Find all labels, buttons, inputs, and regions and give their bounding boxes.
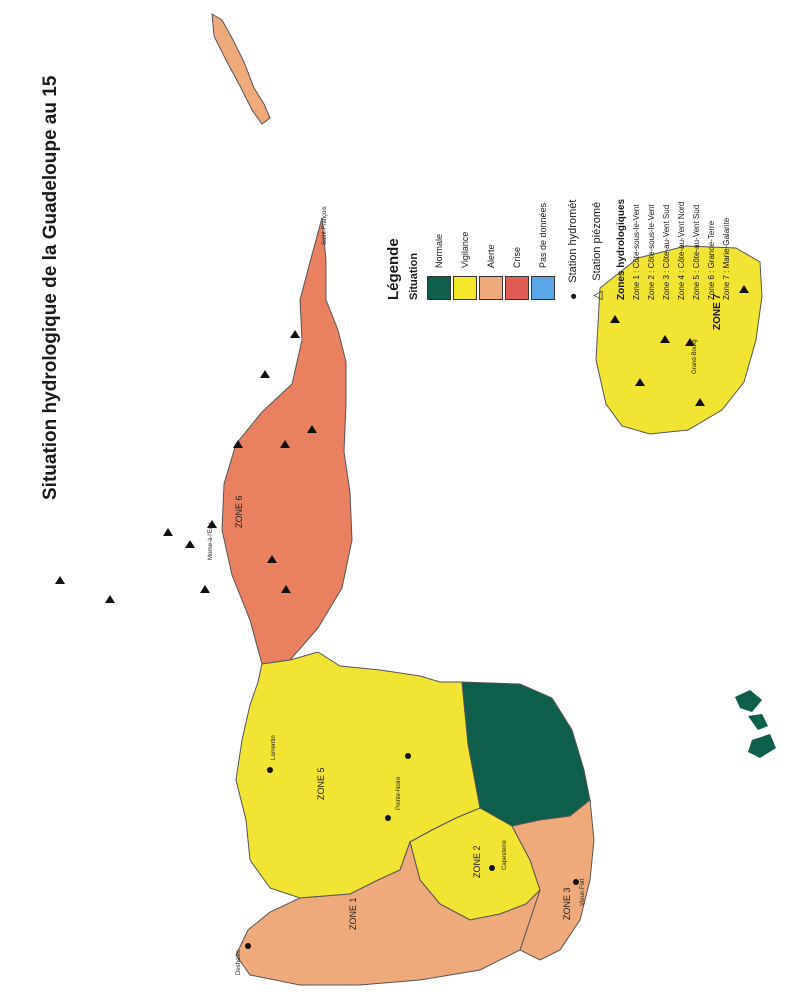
piezo-station-marker bbox=[660, 335, 670, 343]
station-label: Morne-à-l'Eau bbox=[208, 523, 214, 561]
station-label: Grand-Bourg bbox=[692, 339, 698, 374]
legend-zone-item: Zone 2 : Côte-sous-le-Vent bbox=[647, 204, 656, 300]
zone-6-label: ZONE 6 bbox=[234, 495, 244, 528]
island-saintes-2 bbox=[748, 714, 768, 730]
piezo-station-marker bbox=[610, 315, 620, 323]
legend-title: Légende bbox=[385, 238, 402, 300]
zone-1-label: ZONE 1 bbox=[348, 897, 358, 930]
island-desirade bbox=[211, 13, 271, 125]
piezo-station-marker bbox=[200, 585, 210, 593]
piezo-station-marker bbox=[307, 425, 317, 433]
station-label: Lamentin bbox=[271, 735, 277, 760]
hydro-station-marker bbox=[573, 879, 579, 885]
piezo-station-marker bbox=[55, 576, 65, 584]
piezo-station-marker bbox=[185, 540, 195, 548]
zone-6-region bbox=[221, 217, 353, 665]
station-label: Vieux-Fort bbox=[580, 878, 586, 906]
legend: Légende Situation Normale Vigilance Aler… bbox=[385, 0, 734, 300]
legend-item-normale: Normale bbox=[426, 0, 452, 300]
zone-3-label: ZONE 3 bbox=[562, 887, 572, 920]
legend-situation-label: Situation bbox=[408, 252, 420, 300]
legend-label-vigilance: Vigilance bbox=[460, 231, 470, 268]
station-label: Pointe-Noire bbox=[396, 776, 402, 810]
zone-5-label: ZONE 5 bbox=[316, 767, 326, 800]
legend-item-hydro-station: ● Station hydromét bbox=[566, 0, 580, 300]
legend-item-no-data: Pas de données bbox=[530, 0, 556, 300]
piezo-station-icon: △ bbox=[590, 290, 604, 300]
piezo-station-marker bbox=[207, 520, 217, 528]
piezo-stations bbox=[55, 285, 749, 603]
legend-swatch-no-data bbox=[531, 276, 555, 300]
legend-item-vigilance: Vigilance bbox=[452, 0, 478, 300]
legend-label-no-data: Pas de données bbox=[538, 202, 548, 268]
legend-swatch-normale bbox=[427, 276, 451, 300]
legend-zone-list: Zones hydrologiques Zone 1 : Côte-sous-l… bbox=[614, 0, 734, 300]
piezo-station-marker bbox=[739, 285, 749, 293]
zone-4-region bbox=[461, 681, 591, 827]
zone-7-region bbox=[595, 245, 763, 435]
hydro-station-marker bbox=[489, 865, 495, 871]
legend-swatch-crise bbox=[505, 276, 529, 300]
zone-7-label: ZONE 7 bbox=[712, 293, 723, 330]
legend-label-alerte: Alerte bbox=[486, 244, 496, 268]
hydro-station-marker bbox=[245, 943, 251, 949]
island-saintes-3 bbox=[748, 734, 776, 758]
hydro-station-marker bbox=[385, 815, 391, 821]
hydro-stations bbox=[245, 753, 579, 949]
legend-swatch-alerte bbox=[479, 276, 503, 300]
legend-label-hydro-station: Station hydromét bbox=[567, 199, 579, 283]
station-label: Deshaies bbox=[236, 950, 242, 975]
piezo-station-marker bbox=[267, 555, 277, 563]
legend-zone-item: Zone 7 : Marie-Galante bbox=[722, 217, 731, 300]
piezo-station-marker bbox=[695, 398, 705, 406]
legend-swatch-vigilance bbox=[453, 276, 477, 300]
legend-item-piezo-station: △ Station piézomé bbox=[590, 0, 604, 300]
piezo-station-marker bbox=[163, 528, 173, 536]
zone-1-region bbox=[235, 840, 541, 986]
piezo-station-marker bbox=[685, 338, 695, 346]
legend-zone-item: Zone 1 : Côte-sous-le-Vent bbox=[632, 204, 641, 300]
map-title: Situation hydrologique de la Guadeloupe … bbox=[40, 75, 61, 500]
piezo-station-marker bbox=[281, 585, 291, 593]
legend-zone-item: Zone 3 : Côte-au-Vent Sud bbox=[662, 204, 671, 300]
legend-item-crise: Crise bbox=[504, 0, 530, 300]
piezo-station-marker bbox=[260, 370, 270, 378]
legend-zone-item: Zone 4 : Côte-au-Vent Nord bbox=[677, 201, 686, 300]
piezo-station-marker bbox=[233, 440, 243, 448]
legend-label-normale: Normale bbox=[434, 233, 444, 268]
station-label: Saint-François bbox=[322, 206, 328, 245]
legend-zones-title: Zones hydrologiques bbox=[616, 198, 627, 300]
legend-label-piezo-station: Station piézomé bbox=[591, 201, 603, 281]
legend-item-alerte: Alerte bbox=[478, 0, 504, 300]
piezo-station-marker bbox=[290, 330, 300, 338]
piezo-station-marker bbox=[105, 595, 115, 603]
piezo-station-marker bbox=[635, 378, 645, 386]
legend-zone-item: Zone 6 : Grande-Terre bbox=[707, 220, 716, 300]
legend-label-crise: Crise bbox=[512, 246, 522, 268]
island-saintes-1 bbox=[735, 690, 762, 712]
piezo-station-marker bbox=[280, 440, 290, 448]
legend-zone-item: Zone 5 : Côte-au-Vent Sud bbox=[692, 204, 701, 300]
station-label: Capesterre bbox=[502, 840, 508, 870]
hydro-station-marker bbox=[267, 767, 273, 773]
hydro-station-marker bbox=[405, 753, 411, 759]
hydro-station-icon: ● bbox=[566, 292, 580, 300]
zone-2-label: ZONE 2 bbox=[472, 845, 482, 878]
